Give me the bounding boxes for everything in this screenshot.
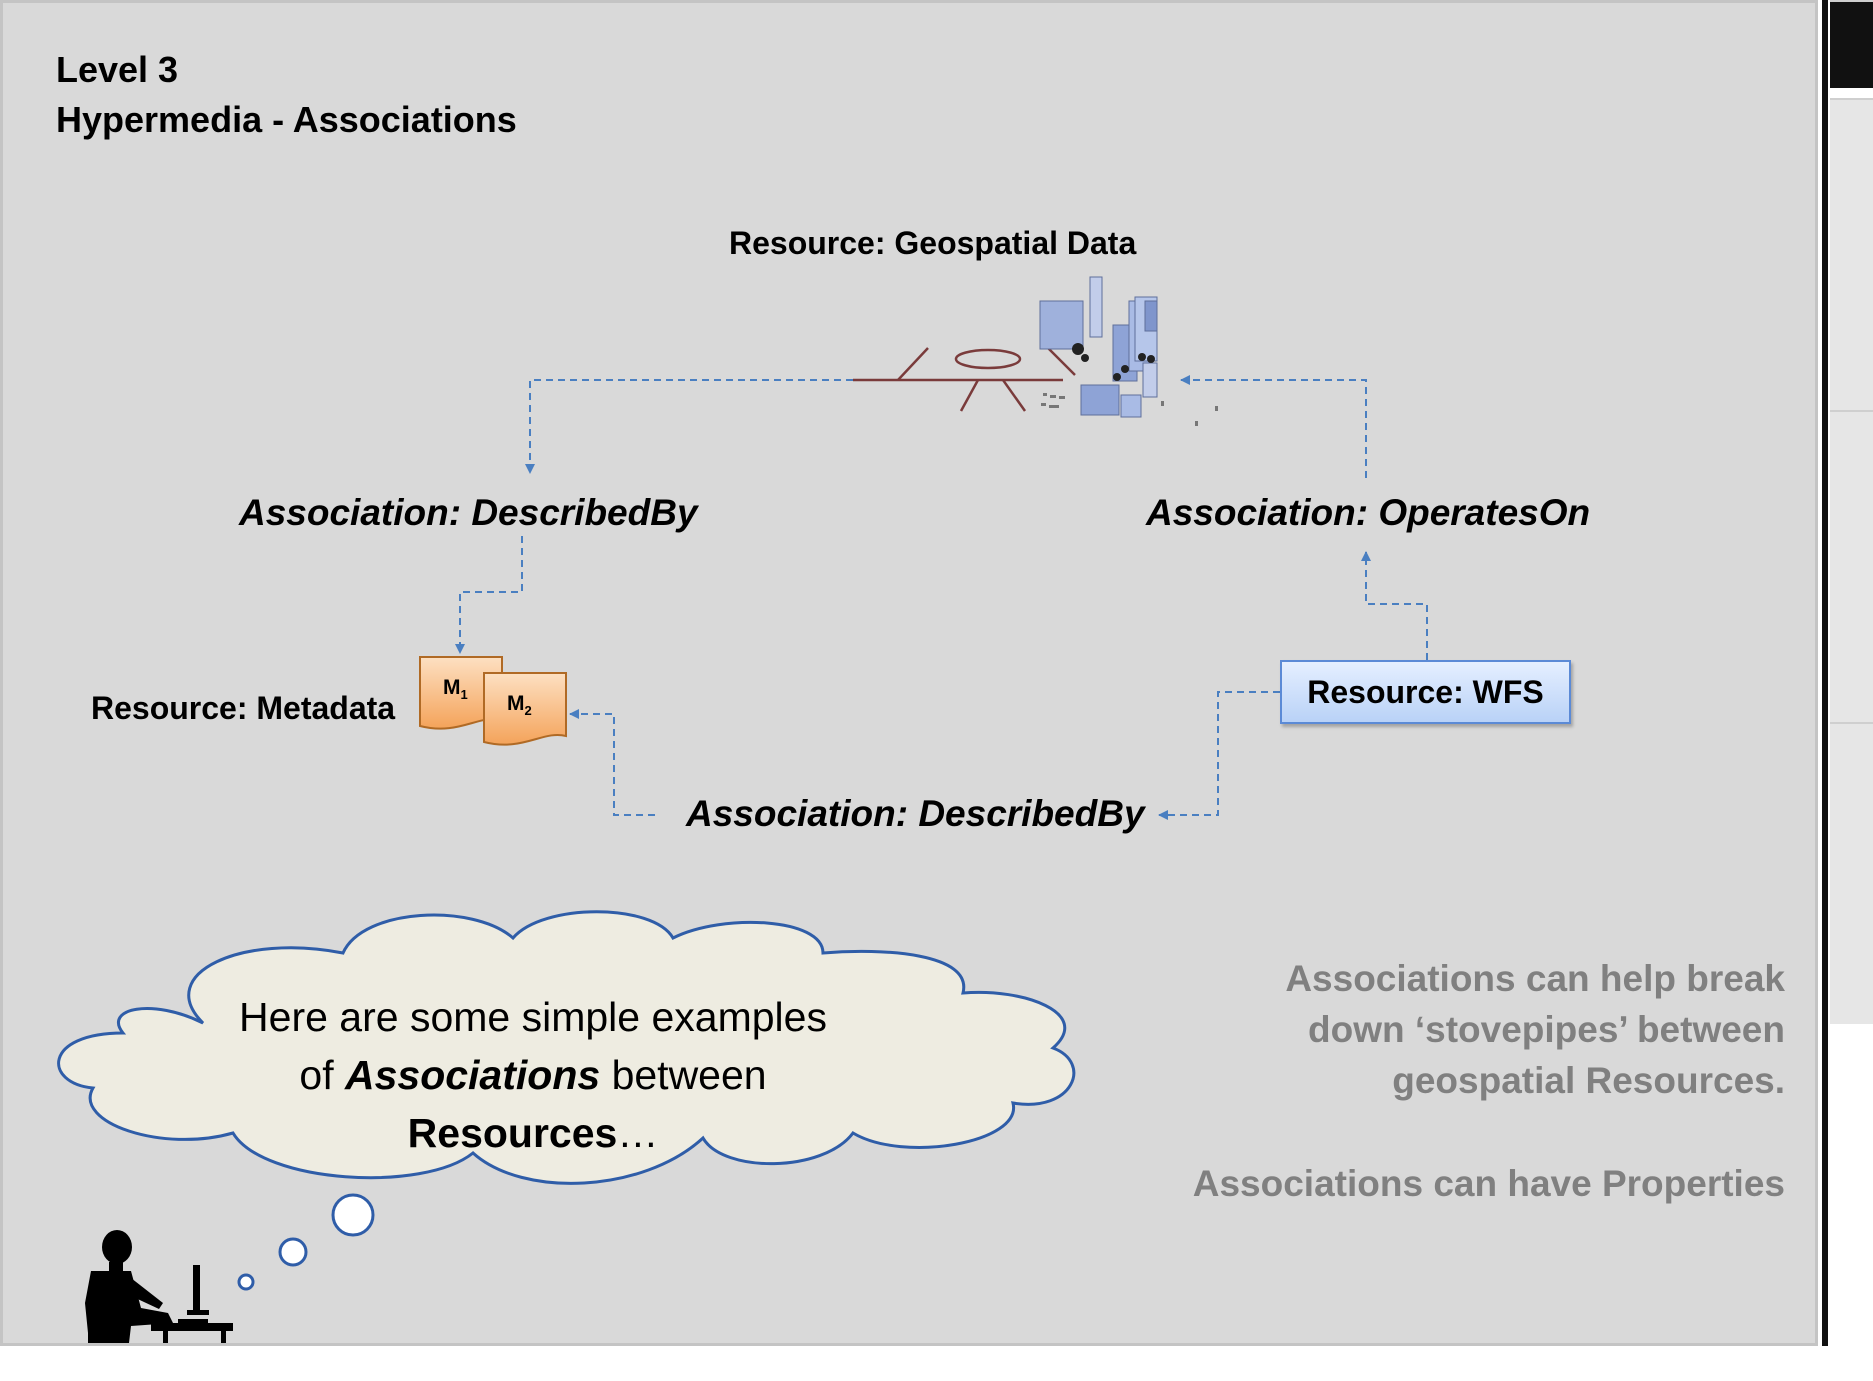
- metadata-doc-m1-label: M1: [443, 676, 468, 702]
- slide-thumbnail-4: [1830, 722, 1873, 1024]
- thought-line-2-pre: of: [299, 1052, 345, 1098]
- association-describedby-top: Association: DescribedBy: [239, 492, 698, 533]
- connector-layer: [57, 276, 1428, 1343]
- association-operateson: Association: OperatesOn: [1146, 492, 1591, 533]
- strip-divider: [1822, 0, 1828, 1346]
- geospatial-resource-label: Resource: Geospatial Data: [729, 225, 1137, 261]
- thought-line-2: of Associations between: [163, 1046, 903, 1104]
- thought-line-3-post: …: [617, 1110, 659, 1156]
- slide-thumbnail-strip: [1818, 0, 1873, 1346]
- connector-operateson-to-geo: [1180, 375, 1367, 478]
- metadata-doc-m1-subscript: 1: [460, 687, 468, 703]
- connector-geo-to-describedby: [525, 379, 853, 474]
- connector-describedby-to-metadata: [455, 536, 523, 654]
- thought-bubble-text: Here are some simple examples of Associa…: [163, 988, 903, 1162]
- document-stack-icon: [483, 672, 567, 746]
- metadata-doc-m2-letter: M: [507, 692, 525, 715]
- note-line-2: down ‘stovepipes’ between: [1308, 1009, 1785, 1050]
- slide-thumbnail-2: [1830, 98, 1873, 410]
- metadata-doc-m2-subscript: 2: [524, 703, 532, 719]
- thought-line-3: Resources…: [163, 1104, 903, 1162]
- notes-block: Associations can help break down ‘stovep…: [1103, 958, 1785, 1218]
- note-line-3: geospatial Resources.: [1392, 1060, 1785, 1101]
- thought-line-2-emphasis: Associations: [344, 1052, 601, 1098]
- connector-wfs-to-operateson: [1361, 551, 1428, 660]
- thought-cloud-icon: [57, 910, 1076, 1185]
- note-line-1: Associations can help break: [1285, 958, 1785, 999]
- note-line-4: Associations can have Properties: [1192, 1163, 1785, 1204]
- metadata-resource-label: Resource: Metadata: [91, 690, 396, 726]
- wfs-resource-box: Resource: WFS: [1280, 660, 1571, 724]
- metadata-doc-m2-label: M2: [507, 692, 532, 718]
- thought-bubble-small: [237, 1273, 255, 1291]
- connector-wfs-to-describedby: [1158, 691, 1280, 820]
- slide: Level 3 Hypermedia - Associations Resour…: [0, 0, 1818, 1346]
- slide-thumbnail-1: [1830, 0, 1873, 88]
- title-level: Level 3: [56, 49, 179, 90]
- metadata-doc-m1-letter: M: [443, 676, 461, 699]
- title-hypermedia: Hypermedia - Associations: [56, 99, 517, 140]
- thought-bubble-medium: [278, 1237, 308, 1267]
- person-at-computer-icon: [85, 1230, 233, 1343]
- metadata-doc-m2: M2: [483, 672, 567, 750]
- slide-thumbnail-3: [1830, 410, 1873, 722]
- thought-bubble-large: [331, 1193, 375, 1237]
- thought-line-2-post: between: [600, 1052, 767, 1098]
- association-describedby-bottom: Association: DescribedBy: [686, 793, 1145, 834]
- connector-describedby-bottom-to-metadata: [569, 709, 655, 816]
- thought-line-3-strong: Resources: [407, 1110, 618, 1156]
- city-map-icon: [853, 276, 1218, 426]
- thought-line-1: Here are some simple examples: [239, 994, 827, 1040]
